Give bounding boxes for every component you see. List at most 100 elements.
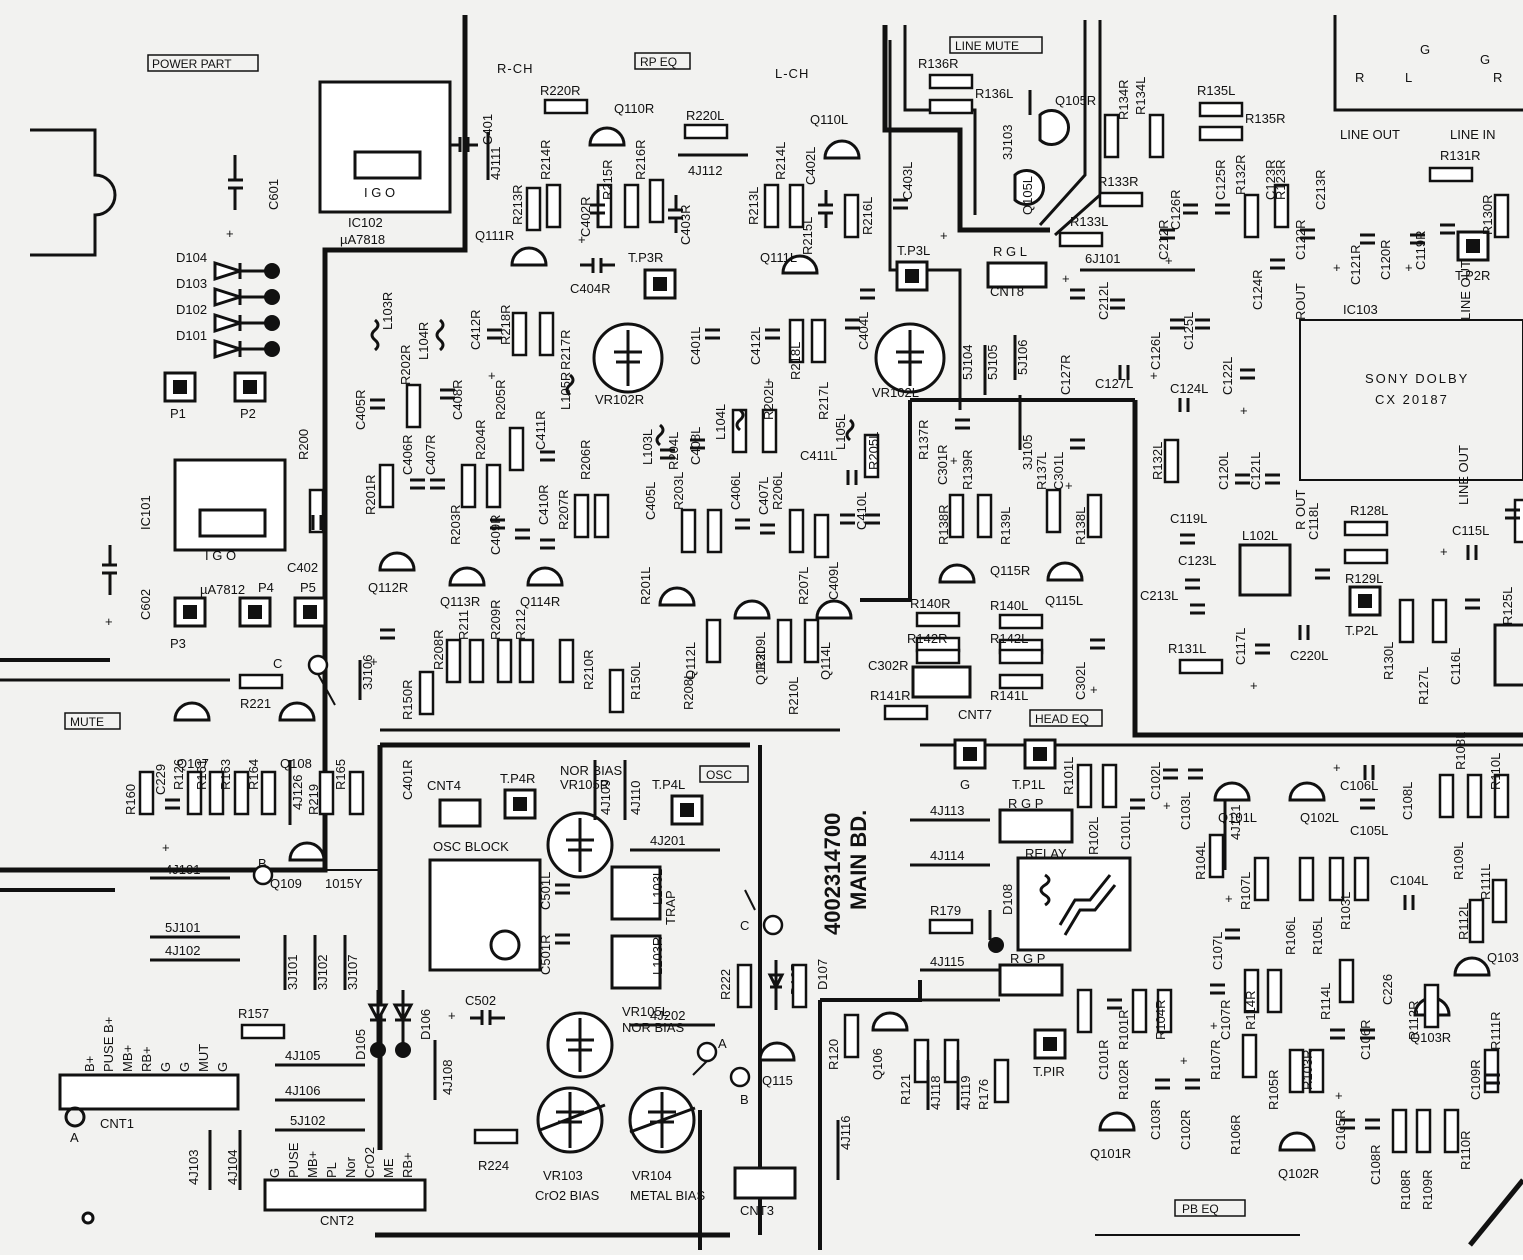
svg-text:R123R: R123R (1273, 160, 1288, 200)
svg-text:L105L: L105L (833, 414, 848, 450)
svg-text:4J105: 4J105 (285, 1048, 320, 1063)
svg-text:4J202: 4J202 (650, 1008, 685, 1023)
svg-text:R213R: R213R (510, 185, 525, 225)
svg-text:5J102: 5J102 (290, 1113, 325, 1128)
svg-text:METAL BIAS: METAL BIAS (630, 1188, 705, 1203)
svg-text:R104R: R104R (1153, 1000, 1168, 1040)
svg-text:+: + (1180, 1053, 1188, 1068)
svg-text:+: + (370, 654, 378, 669)
svg-text:C407R: C407R (423, 435, 438, 475)
svg-text:R150L: R150L (628, 662, 643, 700)
svg-text:R136L: R136L (975, 86, 1013, 101)
svg-text:IC103: IC103 (1343, 302, 1378, 317)
svg-text:C409R: C409R (488, 515, 503, 555)
svg-text:C302R: C302R (868, 658, 908, 673)
svg-text:C301L: C301L (1051, 452, 1066, 490)
svg-text:PUSE B+: PUSE B+ (101, 1017, 116, 1072)
svg-text:IC101: IC101 (138, 495, 153, 530)
svg-text:MUT: MUT (196, 1044, 211, 1072)
svg-text:L102L: L102L (1242, 528, 1278, 543)
svg-text:R202R: R202R (398, 345, 413, 385)
svg-text:R213L: R213L (746, 187, 761, 225)
svg-text:R110R: R110R (1458, 1130, 1473, 1170)
svg-text:+: + (1165, 253, 1173, 268)
svg-text:R210L: R210L (786, 677, 801, 715)
svg-text:C123R: C123R (1263, 160, 1278, 200)
svg-text:+: + (162, 840, 170, 855)
svg-text:3J102: 3J102 (315, 955, 330, 990)
svg-text:C121L: C121L (1248, 452, 1263, 490)
svg-text:5J105: 5J105 (985, 345, 1000, 380)
svg-text:1015Y: 1015Y (325, 876, 363, 891)
svg-text:G: G (1480, 52, 1490, 67)
connector-labels: CNT1 CNT2 CNT3 CNT4 CNT7 CNT8 RELAY OSC … (100, 244, 1067, 1228)
svg-text:C109R: C109R (1468, 1060, 1483, 1100)
coil-labels: L103R L104R L105R L103L L104L L105L L102… (380, 292, 1278, 975)
svg-text:R131R: R131R (1440, 148, 1480, 163)
svg-text:Q111L: Q111L (760, 250, 797, 265)
svg-text:VR105R: VR105R (560, 777, 609, 792)
svg-text:R128L: R128L (1350, 503, 1388, 518)
svg-text:4J109: 4J109 (598, 780, 613, 815)
svg-text:Q115L: Q115L (1045, 593, 1083, 608)
svg-text:+: + (1405, 260, 1413, 275)
polarity-marks: ++ ++ ++ ++ ++ ++ ++ ++ ++ ++ ++ ++ ++ (105, 226, 1448, 1103)
svg-text:G: G (215, 1062, 230, 1072)
svg-text:C212R: C212R (1156, 220, 1171, 260)
svg-text:R139R: R139R (960, 450, 975, 490)
svg-text:+: + (950, 453, 958, 468)
svg-text:Q110L: Q110L (810, 112, 848, 127)
svg-text:G: G (1420, 42, 1430, 57)
svg-text:4J108: 4J108 (440, 1060, 455, 1095)
svg-text:R208R: R208R (431, 630, 446, 670)
svg-text:C410L: C410L (854, 492, 869, 530)
svg-text:R141R: R141R (870, 688, 910, 703)
svg-text:Q105L: Q105L (1020, 176, 1035, 215)
svg-text:CNT7: CNT7 (958, 707, 992, 722)
svg-text:R209L: R209L (753, 632, 768, 670)
svg-text:R102R: R102R (1116, 1060, 1131, 1100)
svg-text:C402L: C402L (803, 147, 818, 185)
svg-text:R130L: R130L (1381, 642, 1396, 680)
svg-text:R112R: R112R (1406, 1000, 1421, 1040)
svg-text:T.P3L: T.P3L (897, 243, 930, 258)
svg-text:R131L: R131L (1168, 641, 1206, 656)
svg-text:I G O: I G O (205, 548, 236, 563)
section-head-eq: HEAD EQ (1035, 712, 1089, 726)
svg-text:C118L: C118L (1306, 503, 1321, 540)
svg-text:R204R: R204R (473, 420, 488, 460)
label-l-ch: L-CH (775, 66, 809, 81)
svg-text:+: + (1240, 403, 1248, 418)
svg-text:C122R: C122R (1293, 220, 1308, 260)
svg-text:Q114R: Q114R (520, 594, 560, 609)
svg-text:C108R: C108R (1368, 1145, 1383, 1185)
svg-text:C117L: C117L (1233, 628, 1248, 665)
svg-text:R107L: R107L (1238, 872, 1253, 910)
svg-text:Q110R: Q110R (614, 101, 654, 116)
svg-text:MB+: MB+ (305, 1151, 320, 1178)
svg-text:Q107: Q107 (177, 756, 209, 771)
svg-text:4J111: 4J111 (488, 147, 503, 181)
svg-text:R141L: R141L (990, 688, 1028, 703)
svg-text:R138R: R138R (936, 505, 951, 545)
label-r-ch: R-CH (497, 61, 534, 76)
svg-text:C124R: C124R (1250, 270, 1265, 310)
svg-text:C119R: C119R (1413, 230, 1428, 270)
svg-text:C104L: C104L (1390, 873, 1428, 888)
svg-text:C119L: C119L (1170, 511, 1207, 526)
svg-text:+: + (1210, 1018, 1218, 1033)
svg-text:R112L: R112L (1456, 903, 1471, 940)
jumper-labels: 4J111 4J112 3J103 6J101 5J104 5J105 5J10… (165, 125, 1243, 1185)
svg-text:4J116: 4J116 (838, 1116, 853, 1150)
svg-text:LINE IN: LINE IN (1450, 127, 1496, 142)
svg-text:R221: R221 (240, 696, 271, 711)
svg-text:OSC BLOCK: OSC BLOCK (433, 839, 509, 854)
svg-text:4J103: 4J103 (186, 1150, 201, 1185)
svg-text:R137R: R137R (916, 420, 931, 460)
svg-text:C106R: C106R (1358, 1020, 1373, 1060)
svg-text:R214R: R214R (538, 140, 553, 180)
svg-text:VR104: VR104 (632, 1168, 672, 1183)
svg-text:G: G (177, 1062, 192, 1072)
svg-text:R218R: R218R (498, 305, 513, 345)
svg-text:C102R: C102R (1178, 1110, 1193, 1150)
